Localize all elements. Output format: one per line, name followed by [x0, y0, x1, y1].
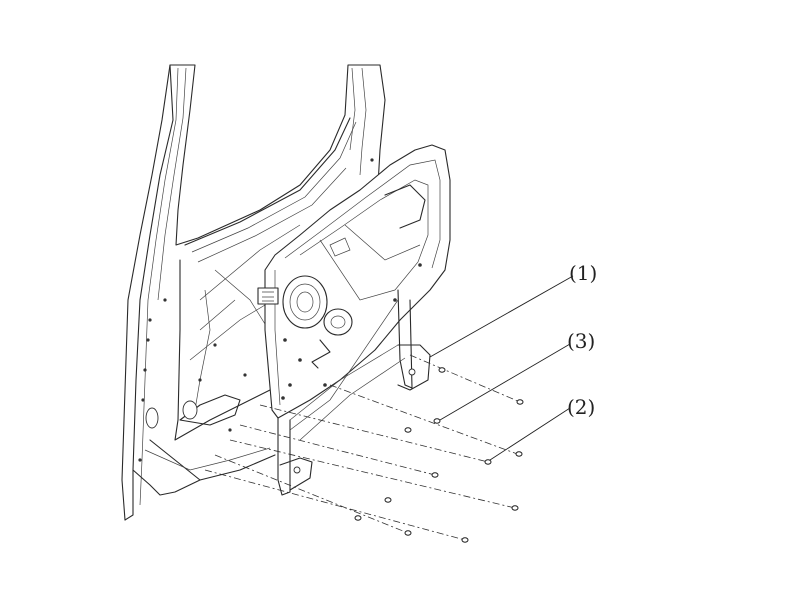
callout-3: (3) — [439, 329, 595, 421]
nut — [433, 418, 441, 424]
window-regulator-rails — [277, 289, 431, 496]
callout-2: (2) — [489, 395, 595, 461]
fasteners — [354, 367, 524, 543]
door-inner-panel — [121, 64, 401, 521]
callout-label-2: (2) — [567, 395, 595, 419]
door-module-carrier-panel — [257, 144, 451, 419]
bolt — [404, 530, 412, 536]
nut — [384, 497, 392, 503]
callout-label-1: (1) — [569, 261, 597, 285]
bolt — [516, 399, 524, 405]
nut — [354, 515, 362, 521]
bolt — [461, 537, 469, 543]
nut — [438, 367, 446, 373]
callout-1: (1) — [429, 261, 597, 358]
bolt — [511, 505, 519, 511]
bolt — [515, 451, 523, 457]
nut — [431, 472, 439, 478]
fastener-alignment-lines — [204, 354, 521, 541]
bolt — [484, 459, 492, 465]
callout-label-3: (3) — [567, 329, 595, 353]
nut — [404, 427, 412, 433]
